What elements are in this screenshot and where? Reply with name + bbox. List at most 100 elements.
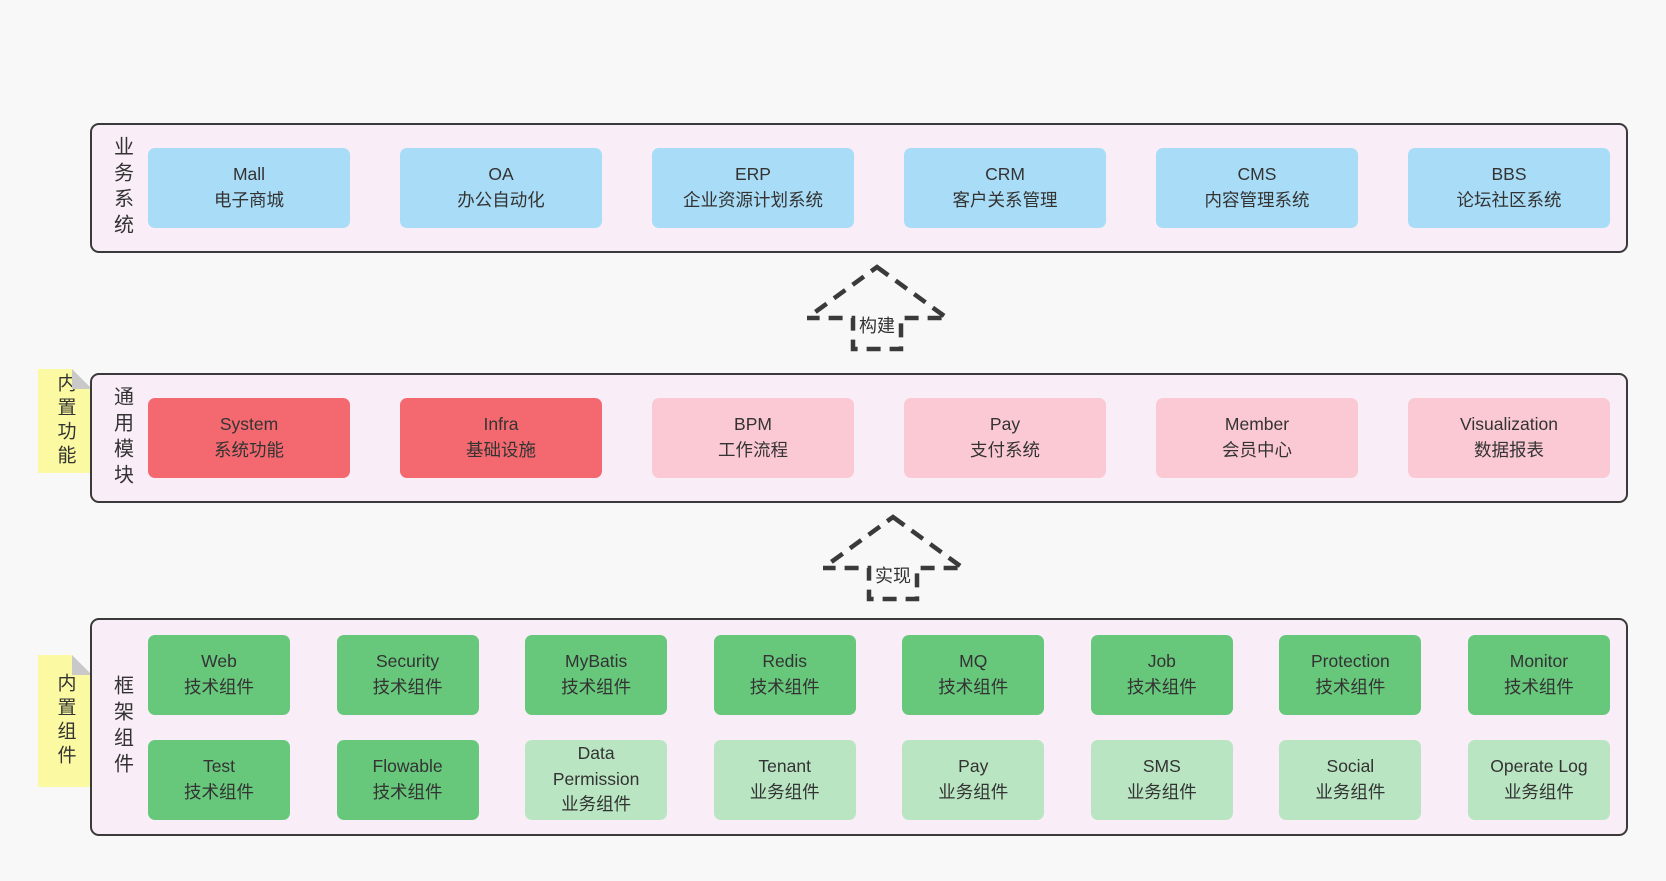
module-desc: 业务组件 — [1126, 781, 1197, 802]
module-desc: 业务组件 — [749, 781, 820, 802]
module-desc: 客户关系管理 — [952, 190, 1058, 210]
module-name: BPM — [734, 414, 772, 435]
module-name: Flowable — [372, 755, 443, 776]
module-desc: 技术组件 — [1315, 676, 1386, 697]
sticky-tag-built-in-features: 内置功能 — [38, 369, 92, 473]
module-desc: 支付系统 — [970, 440, 1040, 460]
sticky-tag-built-in-components: 内置组件 — [38, 655, 92, 787]
module-name: Job — [1147, 650, 1176, 671]
module-name: Security — [375, 650, 440, 671]
module-desc: 技术组件 — [372, 676, 443, 697]
section-label: 业务系统 — [110, 136, 133, 240]
module-desc: 业务组件 — [561, 794, 632, 815]
section-framework-components: 框架组件 Web 技术组件 Security 技术组件 MyBatis 技术组件… — [90, 618, 1628, 836]
section-common-modules: 通用模块 System 系统功能 Infra 基础设施 BPM 工作流程 Pay… — [90, 373, 1628, 503]
module-desc: 技术组件 — [184, 781, 254, 802]
module-desc: 业务组件 — [1503, 781, 1574, 802]
module-name: Data Permission — [552, 742, 640, 789]
module-desc: 业务组件 — [938, 781, 1009, 802]
module-desc: 论坛社区系统 — [1456, 190, 1562, 210]
module-desc: 会员中心 — [1222, 440, 1292, 460]
box-monitor: Monitor 技术组件 — [1467, 634, 1610, 715]
framework-row-2: Test 技术组件 Flowable 技术组件 Data Permission … — [148, 739, 1610, 820]
sticky-tag-label: 内置组件 — [54, 673, 76, 769]
module-name: Tenant — [758, 755, 811, 776]
module-name: OA — [488, 164, 514, 185]
box-test: Test 技术组件 — [148, 739, 290, 820]
modules-boxes-row: System 系统功能 Infra 基础设施 BPM 工作流程 Pay 支付系统… — [148, 398, 1610, 478]
module-name: Infra — [483, 414, 519, 435]
section-label: 通用模块 — [110, 386, 133, 490]
box-crm: CRM 客户关系管理 — [904, 148, 1106, 228]
box-operate-log: Operate Log 业务组件 — [1467, 739, 1610, 820]
arrow-label: 实现 — [872, 561, 914, 589]
module-name: Redis — [762, 650, 808, 671]
box-erp: ERP 企业资源计划系统 — [652, 148, 854, 228]
box-bpm: BPM 工作流程 — [652, 398, 854, 478]
module-desc: 技术组件 — [372, 781, 443, 802]
module-desc: 技术组件 — [938, 676, 1009, 697]
box-data-permission: Data Permission 业务组件 — [525, 739, 668, 820]
module-name: CRM — [985, 164, 1025, 185]
box-cms: CMS 内容管理系统 — [1156, 148, 1358, 228]
module-name: Monitor — [1509, 650, 1569, 671]
sticky-tag-label: 内置功能 — [54, 373, 76, 469]
arrow-label: 构建 — [856, 311, 898, 339]
module-name: Mall — [232, 164, 266, 185]
box-mybatis: MyBatis 技术组件 — [525, 634, 668, 715]
box-security: Security 技术组件 — [336, 634, 479, 715]
module-name: BBS — [1491, 164, 1527, 185]
module-name: MQ — [959, 650, 988, 671]
module-name: ERP — [735, 164, 771, 185]
box-redis: Redis 技术组件 — [713, 634, 856, 715]
framework-grid: Web 技术组件 Security 技术组件 MyBatis 技术组件 Redi… — [148, 634, 1610, 820]
business-boxes-row: Mall 电子商城 OA 办公自动化 ERP 企业资源计划系统 CRM 客户关系… — [148, 148, 1610, 228]
module-name: Pay — [989, 414, 1021, 435]
dashed-up-arrow-icon — [807, 264, 947, 352]
module-name: System — [219, 414, 279, 435]
module-name: CMS — [1237, 164, 1277, 185]
section-business-systems: 业务系统 Mall 电子商城 OA 办公自动化 ERP 企业资源计划系统 CRM… — [90, 123, 1628, 253]
module-desc: 技术组件 — [184, 676, 254, 697]
module-desc: 技术组件 — [749, 676, 820, 697]
module-desc: 系统功能 — [214, 440, 284, 460]
module-desc: 办公自动化 — [457, 190, 545, 210]
module-desc: 技术组件 — [561, 676, 632, 697]
framework-row-1: Web 技术组件 Security 技术组件 MyBatis 技术组件 Redi… — [148, 634, 1610, 715]
module-desc: 电子商城 — [214, 190, 284, 210]
module-desc: 工作流程 — [718, 440, 788, 460]
module-desc: 技术组件 — [1126, 676, 1197, 697]
box-visualization: Visualization 数据报表 — [1408, 398, 1610, 478]
module-desc: 企业资源计划系统 — [683, 190, 823, 210]
module-desc: 内容管理系统 — [1204, 190, 1310, 210]
box-pay-biz: Pay 业务组件 — [902, 739, 1045, 820]
module-name: Test — [202, 755, 236, 776]
box-sms: SMS 业务组件 — [1090, 739, 1233, 820]
box-job: Job 技术组件 — [1090, 634, 1233, 715]
module-name: Operate Log — [1490, 755, 1588, 776]
box-tenant: Tenant 业务组件 — [713, 739, 856, 820]
box-system: System 系统功能 — [148, 398, 350, 478]
module-name: SMS — [1142, 755, 1181, 776]
module-name: Web — [201, 650, 237, 671]
folded-corner-icon — [72, 655, 92, 675]
box-flowable: Flowable 技术组件 — [336, 739, 479, 820]
module-desc: 数据报表 — [1474, 440, 1544, 460]
box-web: Web 技术组件 — [148, 634, 290, 715]
arrow-build: 构建 — [807, 264, 947, 352]
module-desc: 技术组件 — [1503, 676, 1574, 697]
module-name: Pay — [958, 755, 989, 776]
section-label: 框架组件 — [110, 675, 133, 779]
box-member: Member 会员中心 — [1156, 398, 1358, 478]
box-mall: Mall 电子商城 — [148, 148, 350, 228]
box-mq: MQ 技术组件 — [902, 634, 1045, 715]
module-name: Member — [1224, 414, 1290, 435]
module-desc: 业务组件 — [1315, 781, 1386, 802]
arrow-implement: 实现 — [823, 514, 963, 602]
box-protection: Protection 技术组件 — [1279, 634, 1422, 715]
folded-corner-icon — [72, 369, 92, 389]
module-desc: 基础设施 — [466, 440, 536, 460]
module-name: Protection — [1310, 650, 1390, 671]
box-bbs: BBS 论坛社区系统 — [1408, 148, 1610, 228]
